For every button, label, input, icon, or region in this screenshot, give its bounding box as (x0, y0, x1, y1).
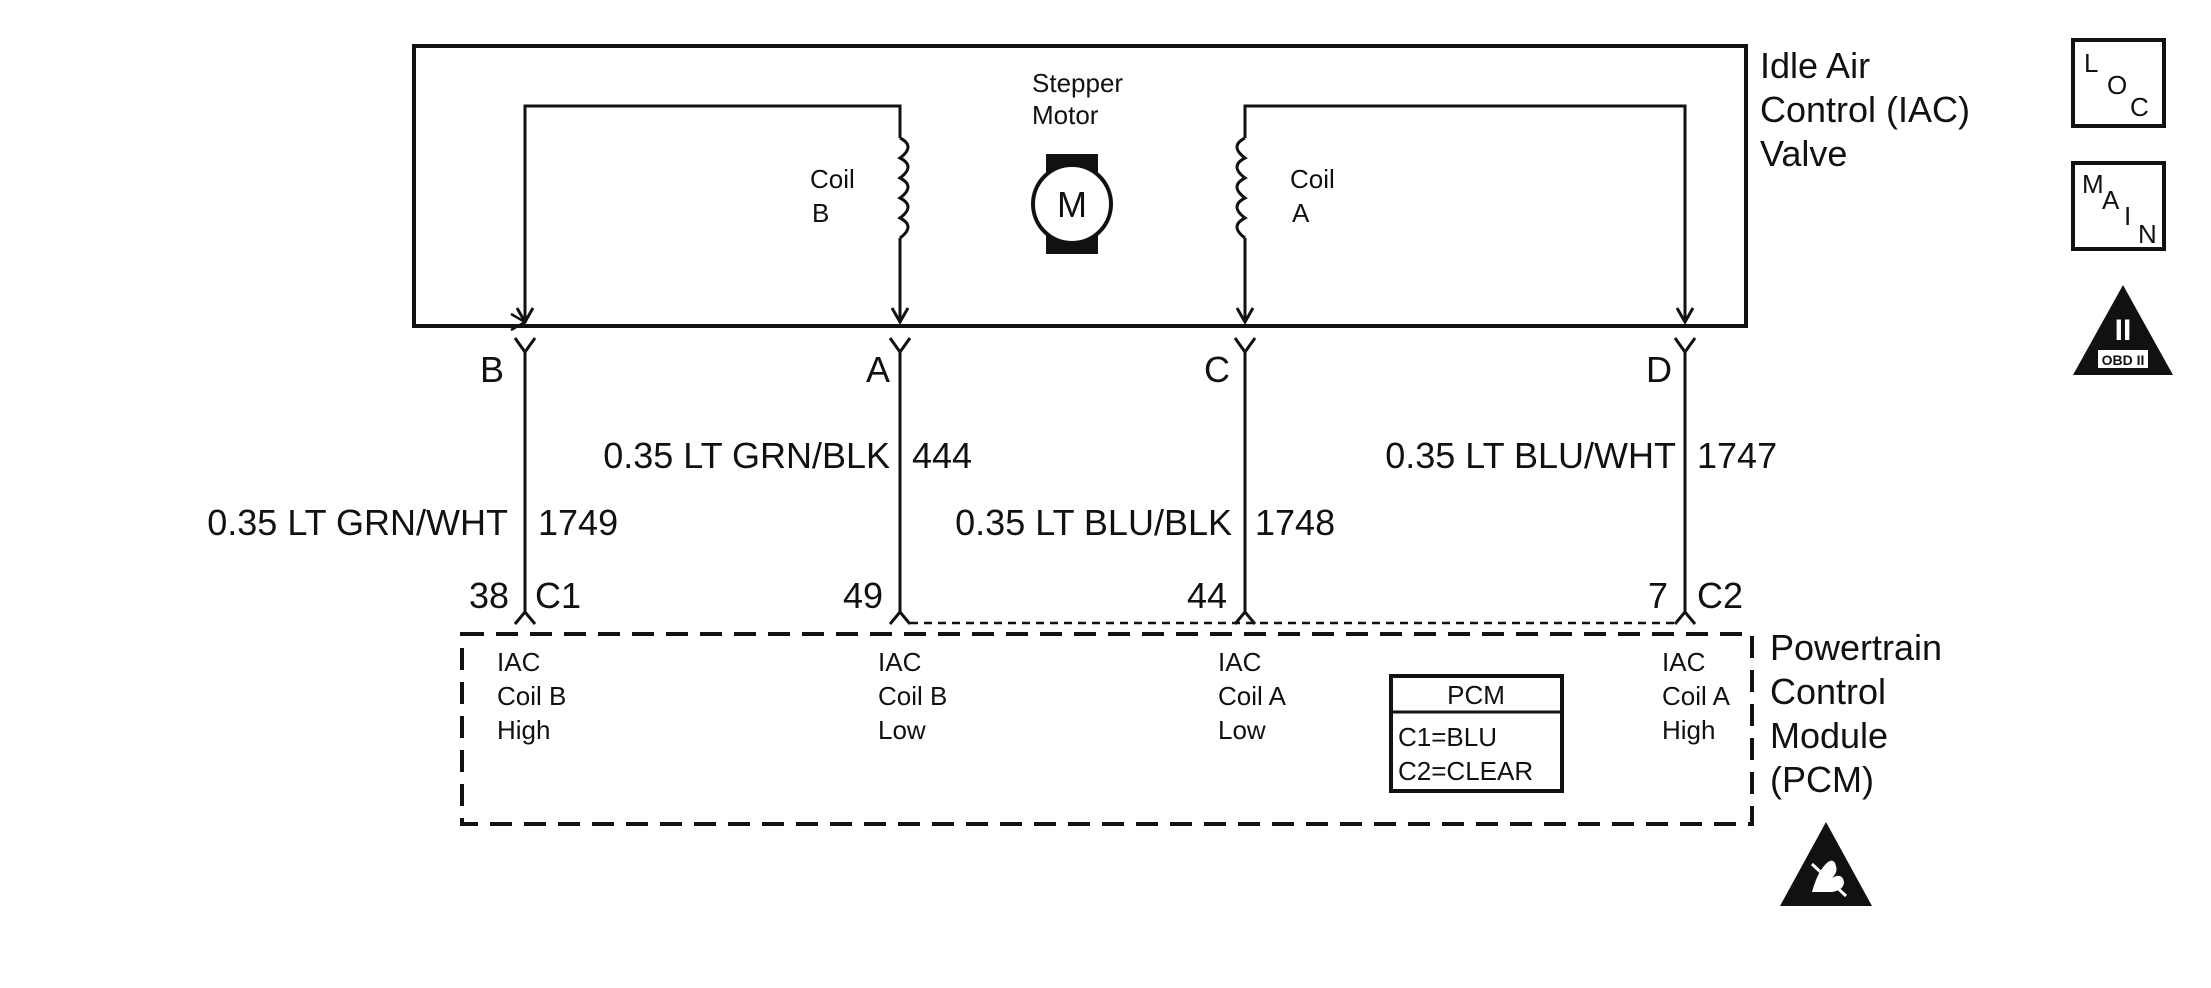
wire-1748-color: 0.35 LT BLU/BLK (955, 502, 1232, 543)
pcm-connector-box: PCM C1=BLU C2=CLEAR (1389, 674, 1564, 793)
iac-valve-housing (412, 44, 1748, 328)
svg-text:OBD II: OBD II (2102, 352, 2145, 368)
svg-text:A: A (2102, 185, 2120, 215)
wire-444-circuit: 444 (912, 435, 972, 476)
iac-valve: M Stepper Motor Coil B Coil A Idle Air C… (412, 44, 1980, 328)
terminal-d-label: D (1646, 349, 1672, 390)
pin-7-label: 7 (1648, 575, 1668, 616)
main-icon: M A I N (2071, 161, 2166, 251)
wire-1749-circuit: 1749 (538, 502, 618, 543)
pcm-connector-box-header: PCM (1447, 680, 1505, 710)
coil-a-winding (1235, 136, 1248, 240)
terminal-c-arrow (1235, 307, 1255, 326)
wire-1749-color: 0.35 LT GRN/WHT (207, 502, 508, 543)
motor-icon (1031, 163, 1113, 245)
pcm-circuit-coil-b-high: IAC Coil B High (497, 647, 574, 745)
pin-38-label: 38 (469, 575, 509, 616)
terminal-a-symbol (888, 337, 912, 355)
obd-ii-icon: II OBD II (2073, 285, 2173, 375)
pcm-connector-box-frame (1389, 674, 1564, 793)
wire-1748-circuit: 1748 (1255, 502, 1335, 543)
terminal-b-arrow (515, 307, 535, 326)
wire-1747-color: 0.35 LT BLU/WHT (1385, 435, 1676, 476)
coil-b-label: Coil B (810, 164, 862, 228)
pcm-connector-box-c1: C1=BLU (1398, 722, 1497, 752)
coil-a-wire-right (1243, 104, 1687, 322)
pcm-outline (460, 632, 1754, 826)
terminal-c-label: C (1204, 349, 1230, 390)
wire-444-color: 0.35 LT GRN/BLK (603, 435, 890, 476)
pcm-circuit-coil-b-low: IAC Coil B Low (878, 647, 955, 745)
motor-symbol: M (1057, 184, 1087, 225)
svg-text:L: L (2084, 48, 2098, 78)
pcm-circuit-coil-a-high: IAC Coil A High (1662, 647, 1736, 745)
pcm: 38 C1 49 44 7 C2 IAC Coil B High IAC Coi… (460, 575, 1952, 906)
pin-49-symbol (888, 609, 912, 625)
svg-text:C: C (2130, 92, 2149, 122)
iac-connector: B A C D (480, 337, 1697, 390)
coil-b-winding (897, 136, 910, 240)
harness-wires: 0.35 LT GRN/WHT 1749 0.35 LT GRN/BLK 444… (207, 352, 1777, 612)
iac-valve-title: Idle Air Control (IAC) Valve (1760, 45, 1980, 174)
terminal-a-label: A (866, 349, 890, 390)
terminal-d-arrow (1675, 307, 1695, 326)
svg-text:I: I (2124, 201, 2131, 231)
terminal-d-symbol (1673, 337, 1697, 355)
pcm-connector-box-c2: C2=CLEAR (1398, 756, 1533, 786)
pcm-title: Powertrain Control Module (PCM) (1770, 627, 1952, 800)
connector-c1-label: C1 (535, 575, 581, 616)
pin-44-symbol (1233, 609, 1257, 625)
side-icons: L O C M A I N II OBD II (2071, 38, 2173, 375)
svg-text:O: O (2107, 70, 2127, 100)
pin-38-symbol (513, 609, 537, 625)
terminal-b-symbol (513, 337, 537, 355)
pin-49-label: 49 (843, 575, 883, 616)
svg-text:M: M (2082, 169, 2104, 199)
pcm-circuit-coil-a-low: IAC Coil A Low (1218, 647, 1292, 745)
terminal-c-symbol (1233, 337, 1257, 355)
coil-a-label: Coil A (1290, 164, 1342, 228)
connector-c2-label: C2 (1697, 575, 1743, 616)
wire-1747-circuit: 1747 (1697, 435, 1777, 476)
pin-44-label: 44 (1187, 575, 1227, 616)
stepper-motor-label: Stepper Motor (1032, 68, 1130, 130)
loc-icon: L O C (2071, 38, 2166, 128)
terminal-b-label: B (480, 349, 504, 390)
terminal-a-arrow (890, 307, 910, 326)
svg-text:N: N (2138, 219, 2157, 249)
coil-b-wire-left (525, 104, 902, 322)
pin-7-symbol (1673, 609, 1697, 625)
svg-text:II: II (2115, 314, 2132, 347)
esd-warning-icon (1780, 822, 1872, 906)
